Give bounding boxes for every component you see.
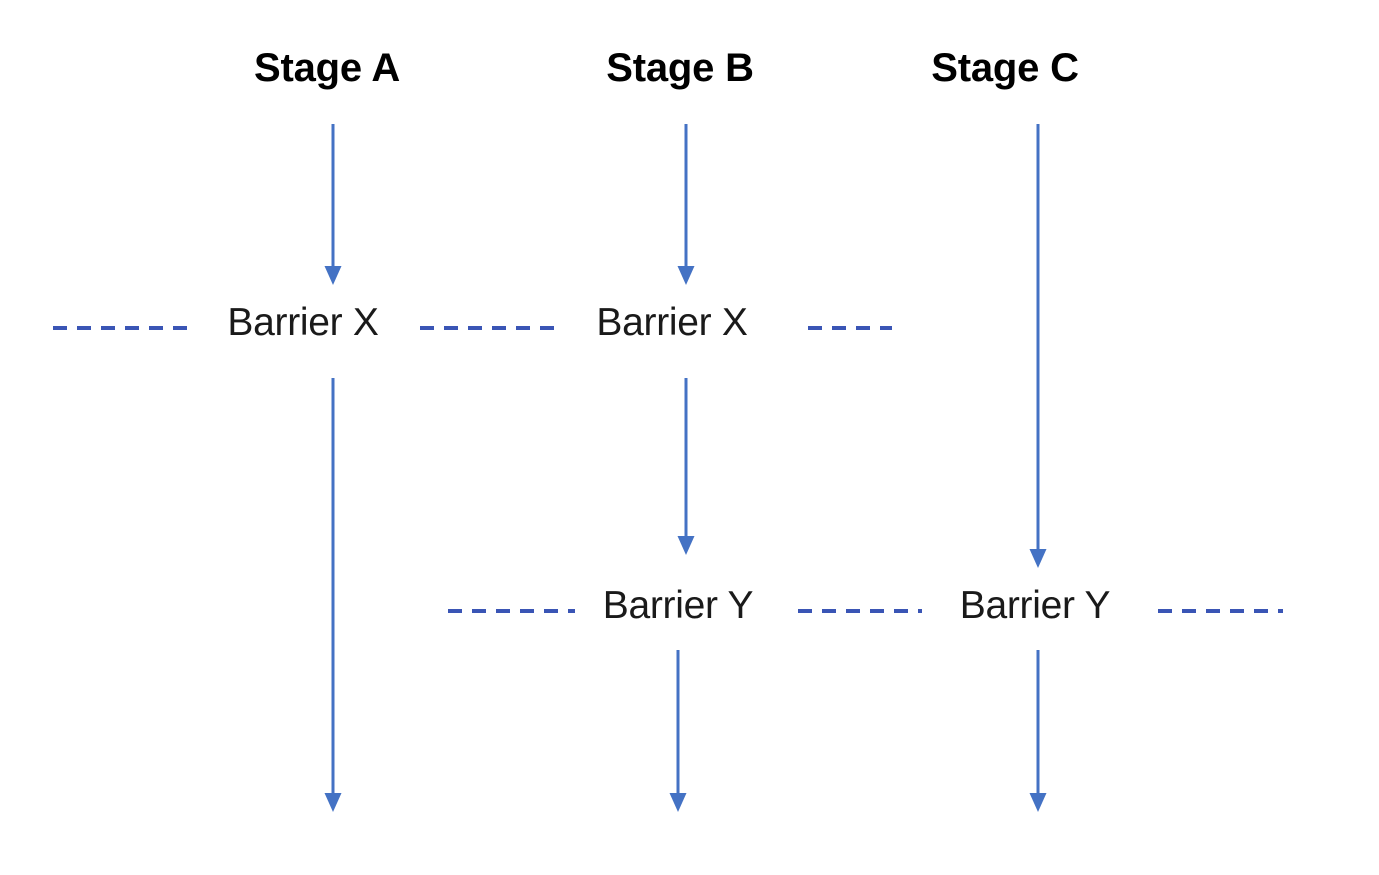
flow-arrow — [669, 650, 687, 812]
barrier-label-barrier-y-c: Barrier Y — [959, 584, 1111, 627]
barrier-label-barrier-x-a: Barrier X — [227, 301, 379, 344]
arrows-group — [324, 124, 1047, 812]
barrier-label-barrier-y-b: Barrier Y — [602, 584, 754, 627]
arrow-head-icon — [677, 266, 695, 285]
flow-arrow — [324, 378, 342, 812]
flow-arrow — [1029, 650, 1047, 812]
flow-arrow — [677, 124, 695, 285]
flow-arrow — [324, 124, 342, 285]
dashed-links-group — [53, 326, 1283, 613]
stage-header-stage-c: Stage C — [931, 46, 1079, 90]
arrow-head-icon — [324, 793, 342, 812]
stage-header-stage-b: Stage B — [606, 46, 754, 90]
arrow-head-icon — [1029, 549, 1047, 568]
flow-arrow — [1029, 124, 1047, 568]
arrow-head-icon — [324, 266, 342, 285]
arrow-head-icon — [669, 793, 687, 812]
barrier-label-barrier-x-b: Barrier X — [596, 301, 748, 344]
stage-header-stage-a: Stage A — [253, 46, 401, 90]
arrow-head-icon — [1029, 793, 1047, 812]
arrow-head-icon — [677, 536, 695, 555]
flow-arrow — [677, 378, 695, 555]
